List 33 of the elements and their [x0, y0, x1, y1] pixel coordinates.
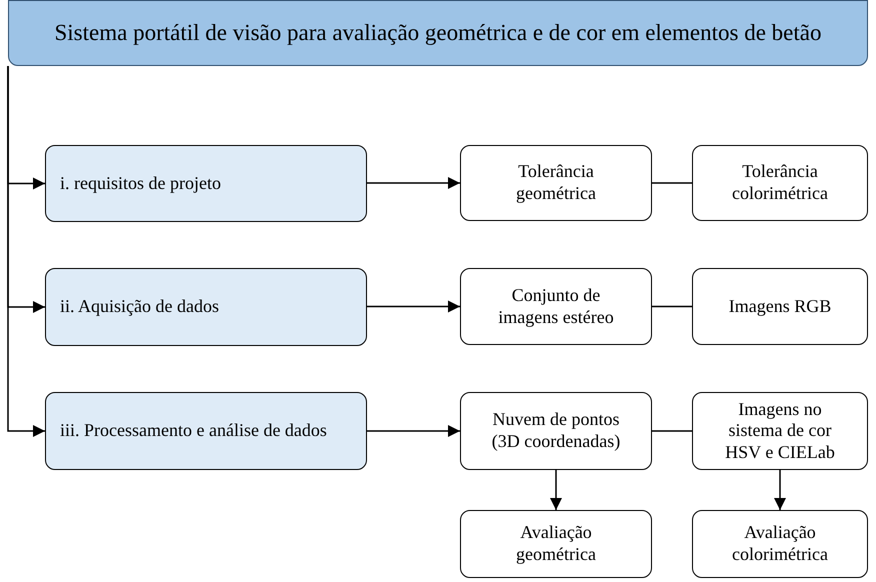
title-text: Sistema portátil de visão para avaliação geométrica e de cor em elementos de betão [54, 19, 822, 47]
node-label: Imagens no sistema de cor HSV e CIELab [724, 398, 836, 464]
node-label: Tolerância geométrica [515, 161, 597, 205]
arrow [7, 66, 45, 437]
connector-line [652, 182, 692, 184]
node-label: Conjunto de imagens estéreo [497, 284, 615, 328]
title-banner [8, 0, 868, 66]
process-box [692, 268, 868, 345]
process-box [460, 510, 652, 578]
stage-box [45, 145, 367, 222]
process-box [460, 392, 652, 470]
connector-line [652, 306, 692, 308]
process-box [460, 268, 652, 345]
process-box [692, 510, 868, 578]
node-label: iii. Processamento e análise de dados [60, 420, 327, 442]
arrow [367, 425, 460, 437]
connector-line [652, 430, 692, 432]
process-box [692, 392, 868, 470]
stage-box [45, 392, 367, 470]
stage-box [45, 268, 367, 346]
arrow [367, 177, 460, 189]
arrow [550, 470, 562, 510]
process-box [460, 145, 652, 221]
node-label: i. requisitos de projeto [60, 172, 221, 194]
node-label: Imagens RGB [728, 296, 832, 318]
process-box [692, 145, 868, 221]
node-label: Nuvem de pontos (3D coordenadas) [490, 409, 622, 453]
arrow [774, 470, 786, 510]
node-label: Avaliação colorimétrica [731, 522, 829, 566]
node-label: Tolerância colorimétrica [731, 161, 829, 205]
arrow [367, 300, 460, 312]
node-label: ii. Aquisição de dados [60, 296, 219, 318]
node-label: Avaliação geométrica [515, 522, 597, 566]
